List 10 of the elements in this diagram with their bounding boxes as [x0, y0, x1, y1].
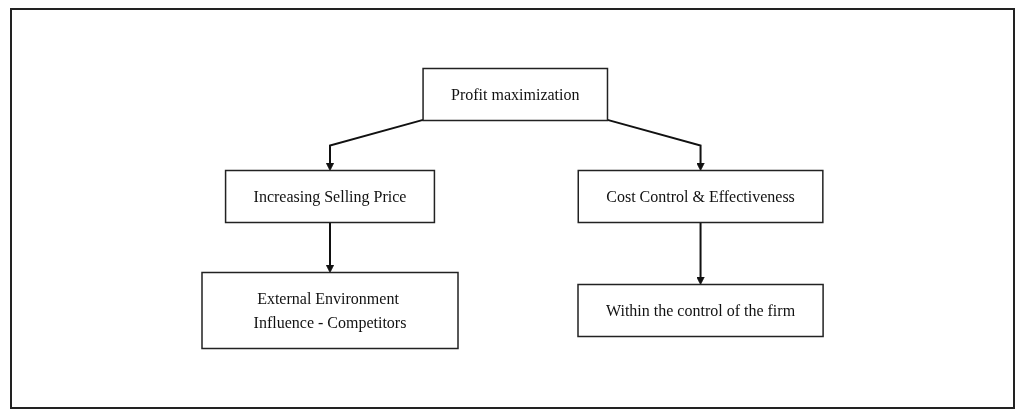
arrow [696, 221, 705, 285]
arrow [606, 118, 705, 171]
arrow [325, 118, 424, 171]
node-box [201, 271, 459, 350]
node-box [577, 283, 824, 338]
node-box [577, 169, 824, 224]
diagram-frame: Profit maximization Increasing Selling Price Cost Control & Effectiveness External Environment Influence - Competitors Within the control of the firm [10, 8, 1015, 409]
arrow [325, 221, 335, 273]
node-box [224, 169, 436, 224]
node-box [422, 67, 609, 122]
